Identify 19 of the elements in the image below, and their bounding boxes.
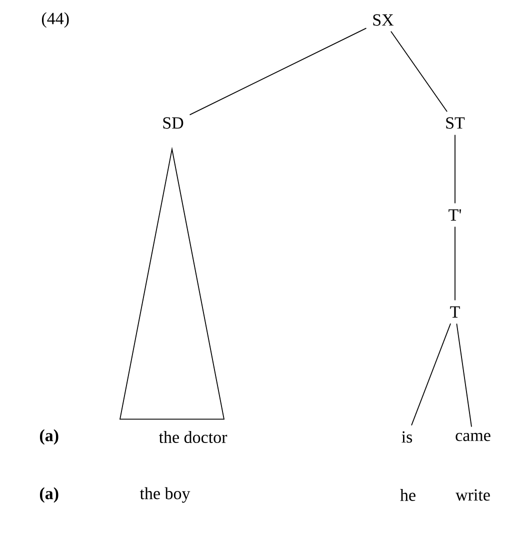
tree-branch [411, 323, 452, 426]
example-number: (44) [42, 12, 69, 28]
tree-label: T' [448, 209, 462, 221]
word: he [400, 489, 416, 501]
tree-branch [454, 226, 456, 301]
example-number: (a) [40, 429, 58, 445]
tree-label: SD [163, 117, 184, 129]
word: write [456, 489, 490, 501]
tree-label: came [456, 432, 490, 442]
word: the boy [140, 487, 190, 503]
example-number: (a) [40, 487, 58, 503]
tree-branch [456, 323, 472, 428]
tree-label: T [450, 306, 460, 318]
tree-branch [189, 28, 367, 116]
tree-branch [390, 30, 448, 112]
tree-label: is [402, 431, 412, 443]
tree-branch [454, 134, 456, 204]
tree-label: SX [373, 14, 394, 26]
tree-label: ST [446, 117, 465, 129]
